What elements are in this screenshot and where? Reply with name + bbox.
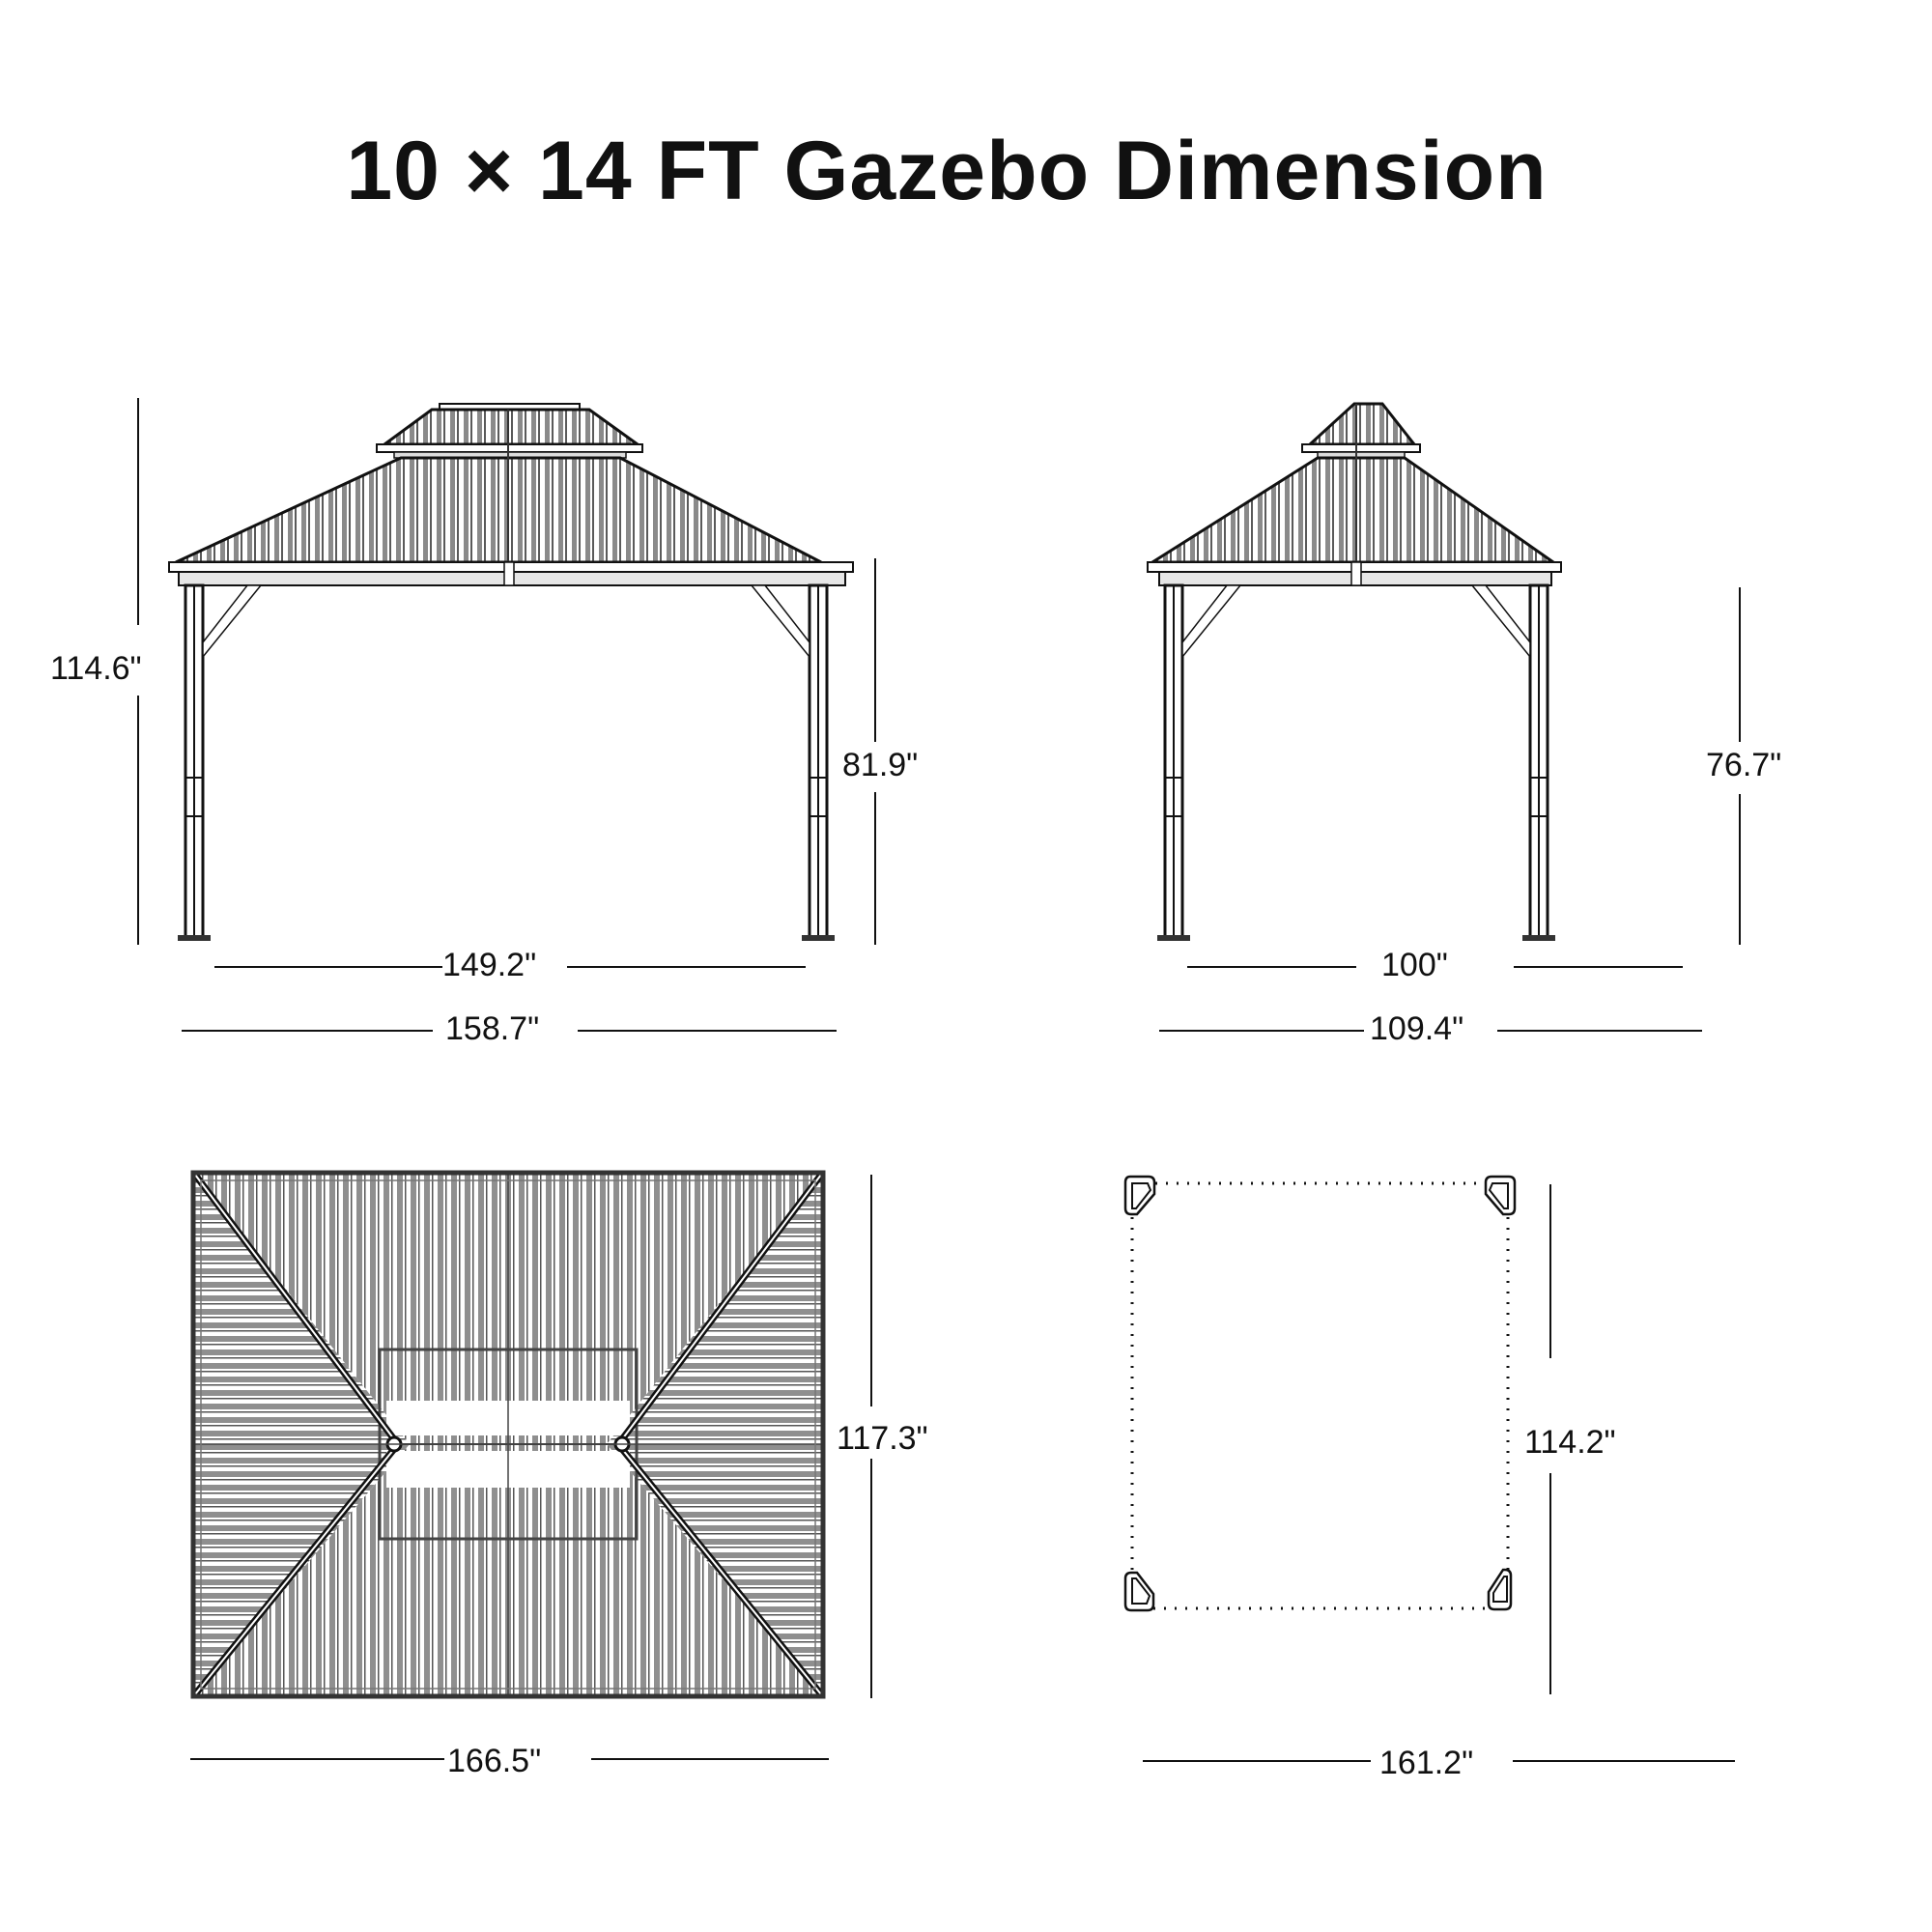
post-plate-bottom-right <box>1487 1568 1513 1611</box>
side-post-span-label: 100" <box>1381 947 1448 983</box>
base-depth-line-bottom-segment <box>1549 1473 1551 1694</box>
top-width-label: 166.5" <box>447 1743 542 1779</box>
front-total-height-label: 114.6" <box>50 650 142 687</box>
front-post-span-line-right <box>567 966 806 968</box>
side-elevation-drawing <box>1147 402 1562 941</box>
front-post-height-label: 81.9" <box>842 747 919 783</box>
side-post-height-line-top <box>1739 587 1741 742</box>
front-post-span-line-left <box>214 966 442 968</box>
base-width-label: 161.2" <box>1379 1745 1474 1781</box>
front-roof-width-label: 158.7" <box>445 1010 540 1047</box>
post-plate-top-right <box>1484 1175 1517 1216</box>
side-roof-width-label: 109.4" <box>1370 1010 1464 1047</box>
base-depth-label: 114.2" <box>1524 1424 1616 1461</box>
base-footprint-drawing <box>1123 1175 1517 1612</box>
post-plate-bottom-left <box>1123 1571 1155 1612</box>
front-post-span-label: 149.2" <box>442 947 537 983</box>
roof-top-view-drawing <box>190 1170 826 1699</box>
front-total-height-line-bottom <box>137 696 139 945</box>
top-depth-line-top <box>870 1175 872 1406</box>
side-roof-width-line-right <box>1497 1030 1702 1032</box>
front-elevation-drawing <box>168 403 854 941</box>
page-title: 10 × 14 FT Gazebo Dimension <box>346 125 1548 217</box>
top-width-line-right <box>591 1758 829 1760</box>
top-depth-line-bottom <box>870 1459 872 1698</box>
side-post-span-line-left <box>1187 966 1356 968</box>
front-roof-width-line-left <box>182 1030 433 1032</box>
front-total-height-line-top <box>137 398 139 625</box>
side-post-span-line-right <box>1514 966 1683 968</box>
base-width-line-left <box>1143 1760 1371 1762</box>
side-post-height-label: 76.7" <box>1706 747 1782 783</box>
front-post-height-line-bottom <box>874 792 876 945</box>
post-plate-top-left <box>1123 1175 1156 1216</box>
base-width-line-right <box>1513 1760 1735 1762</box>
side-post-height-line-bottom <box>1739 794 1741 945</box>
front-roof-width-line-right <box>578 1030 837 1032</box>
side-roof-width-line-left <box>1159 1030 1364 1032</box>
base-depth-line-top <box>1549 1184 1551 1358</box>
top-width-line-left <box>190 1758 444 1760</box>
top-depth-label: 117.3" <box>837 1420 928 1457</box>
front-post-height-line-top <box>874 558 876 742</box>
